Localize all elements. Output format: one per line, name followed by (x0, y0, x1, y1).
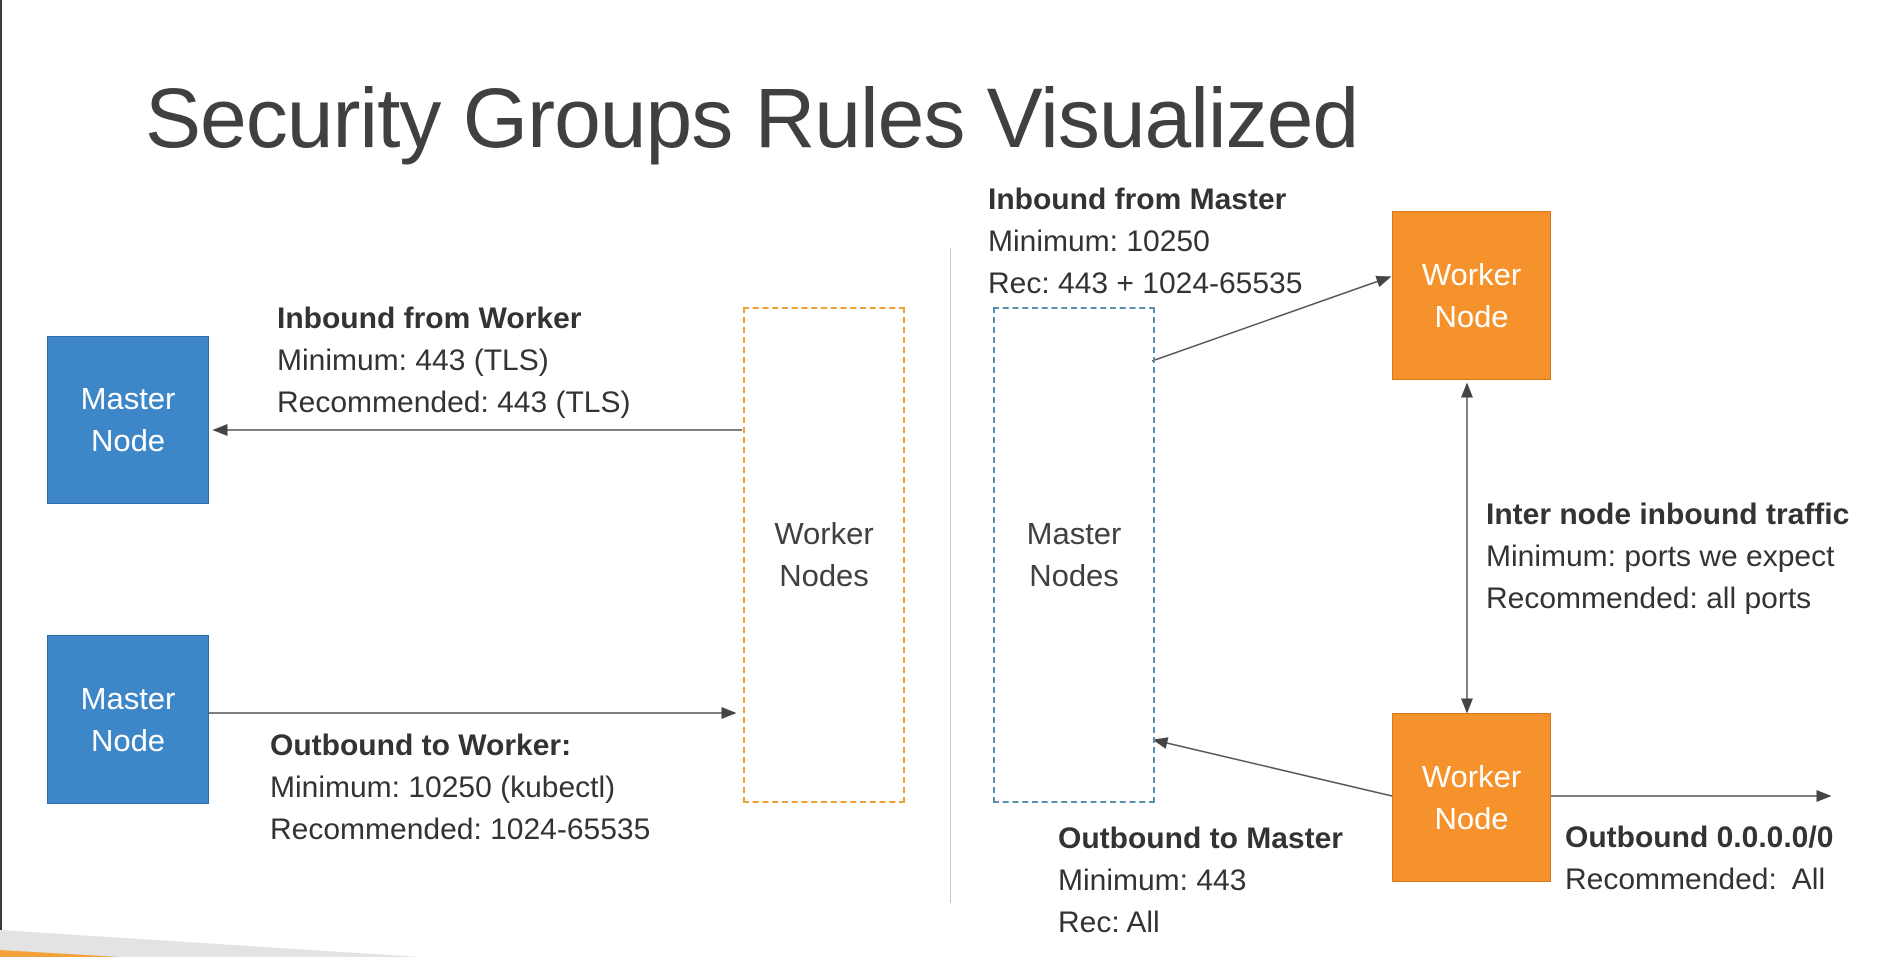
panel-divider (950, 248, 951, 903)
outbound-to-worker-recommended: Recommended: 1024-65535 (270, 813, 651, 846)
master-nodes-group-label-2: Nodes (1029, 558, 1119, 593)
master-nodes-group-label-1: Master (1026, 516, 1122, 551)
arrow-worker-bottom-to-masters (1152, 737, 1393, 797)
inbound-from-master-minimum: Minimum: 10250 (988, 225, 1210, 258)
worker-nodes-group-label-1: Worker (774, 516, 874, 551)
outbound-to-master-heading: Outbound to Master (1058, 822, 1343, 855)
inter-node-heading: Inter node inbound traffic (1486, 498, 1850, 531)
outbound-internet-label: Outbound 0.0.0.0/0 Recommended: All (1565, 817, 1833, 901)
outbound-to-worker-heading: Outbound to Worker: (270, 729, 572, 762)
inbound-from-master-label: Inbound from Master Minimum: 10250 Rec: … (988, 179, 1302, 305)
inbound-from-master-heading: Inbound from Master (988, 183, 1287, 216)
inbound-from-worker-heading: Inbound from Worker (277, 302, 582, 335)
outbound-internet-recommended: Recommended: All (1565, 863, 1826, 896)
inter-node-label: Inter node inbound traffic Minimum: port… (1486, 494, 1849, 620)
master-node-bottom-label-2: Node (90, 722, 166, 758)
master-node-bottom-label-1: Master (80, 680, 176, 716)
outbound-to-master-minimum: Minimum: 443 (1058, 864, 1247, 897)
inbound-from-worker-recommended: Recommended: 443 (TLS) (277, 386, 631, 419)
worker-node-top: Worker Node (1392, 211, 1551, 380)
page-title: Security Groups Rules Visualized (145, 71, 1359, 165)
worker-node-top-label-1: Worker (1421, 256, 1522, 292)
inbound-from-worker-minimum: Minimum: 443 (TLS) (277, 344, 549, 377)
worker-nodes-group-label-2: Nodes (779, 558, 869, 593)
arrow-masters-to-worker-top (1151, 275, 1392, 362)
outbound-to-worker-minimum: Minimum: 10250 (kubectl) (270, 771, 616, 804)
outbound-internet-heading: Outbound 0.0.0.0/0 (1565, 821, 1834, 854)
worker-nodes-group: Worker Nodes (743, 307, 905, 803)
inbound-from-worker-label: Inbound from Worker Minimum: 443 (TLS) R… (277, 298, 631, 424)
inter-node-minimum: Minimum: ports we expect (1486, 540, 1835, 573)
master-node-top-label-2: Node (90, 423, 166, 458)
slide-left-border (0, 0, 2, 957)
master-node-top: Master Node (47, 336, 209, 504)
outbound-to-master-label: Outbound to Master Minimum: 443 Rec: All (1058, 818, 1343, 944)
inbound-from-master-recommended: Rec: 443 + 1024-65535 (988, 267, 1303, 300)
worker-node-bottom: Worker Node (1392, 713, 1551, 882)
worker-node-bottom-label-1: Worker (1421, 758, 1522, 794)
outbound-to-worker-label: Outbound to Worker: Minimum: 10250 (kube… (270, 725, 650, 851)
master-node-bottom: Master Node (47, 635, 209, 804)
inter-node-recommended: Recommended: all ports (1486, 582, 1812, 615)
worker-node-bottom-label-2: Node (1434, 800, 1509, 836)
master-nodes-group: Master Nodes (993, 307, 1155, 803)
outbound-to-master-recommended: Rec: All (1058, 906, 1160, 939)
master-node-top-label-1: Master (80, 381, 176, 416)
worker-node-top-label-2: Node (1434, 298, 1509, 334)
